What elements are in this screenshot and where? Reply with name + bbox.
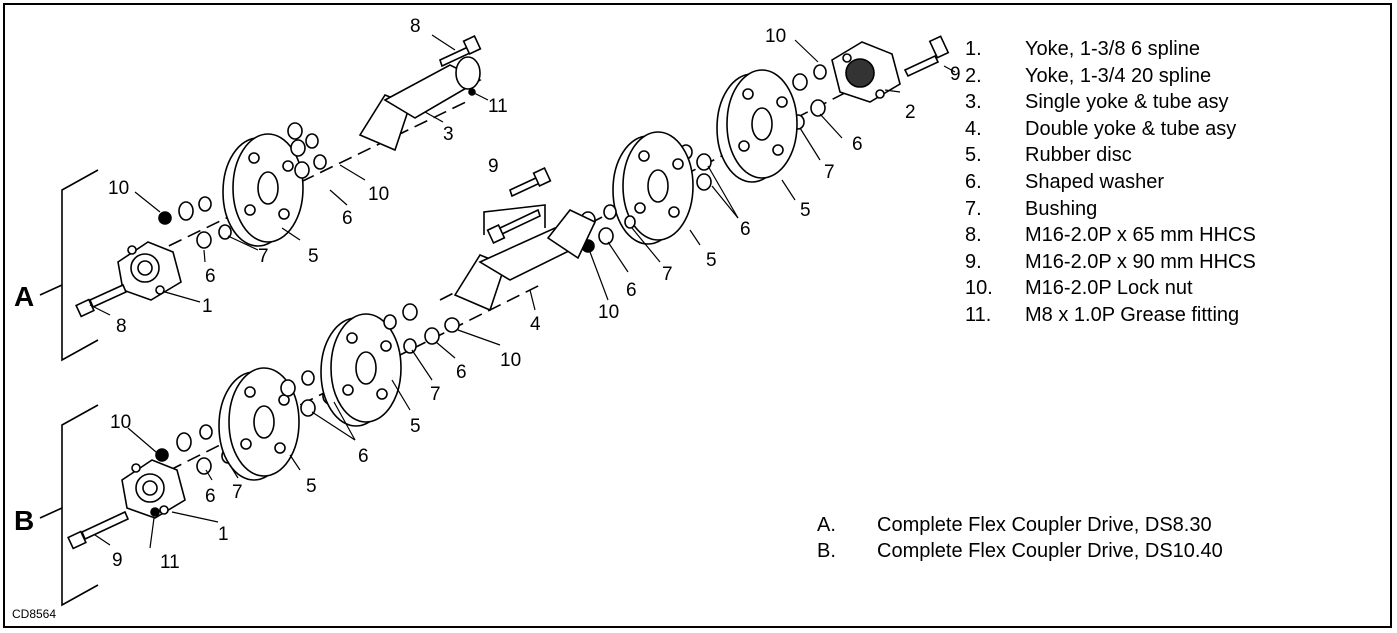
assembly-text: Complete Flex Coupler Drive, DS10.40 (877, 540, 1223, 562)
figure-frame (3, 3, 1392, 628)
assembly-number: B. (817, 540, 836, 562)
legend-text: M8 x 1.0P Grease fitting (1025, 303, 1240, 326)
callout: 7 (824, 162, 835, 183)
yoke-1-a (117, 241, 182, 301)
callout: 10 (500, 350, 521, 371)
callout: 10 (110, 412, 131, 433)
rubber-disc-a (222, 133, 304, 247)
callout: 8 (410, 16, 421, 37)
legend-row: 7. Bushing (965, 196, 1256, 223)
legend-text: Shaped washer (1025, 170, 1164, 193)
legend-row: 9. M16-2.0P x 90 mm HHCS (965, 249, 1256, 276)
assembly-row: B. Complete Flex Coupler Drive, DS10.40 (817, 538, 1223, 564)
assembly-row: A. Complete Flex Coupler Drive, DS8.30 (817, 512, 1223, 538)
figure-id: CD8564 (12, 607, 57, 621)
parts-legend: 1. Yoke, 1-3/8 6 spline 2. Yoke, 1-3/4 20 s… (965, 36, 1256, 329)
group-label-a: A (14, 281, 34, 312)
callout: 6 (342, 208, 353, 229)
callout: 7 (232, 482, 243, 503)
callout: 5 (306, 476, 317, 497)
legend-number: 9. (965, 250, 982, 273)
legend-row: 11. M8 x 1.0P Grease fitting (965, 302, 1256, 329)
callout: 9 (950, 64, 961, 85)
callout: 5 (308, 246, 319, 267)
yoke-2 (831, 41, 901, 103)
bolt-8-a (75, 283, 128, 318)
assembly-number: A. (817, 514, 836, 536)
callout: 7 (662, 264, 673, 285)
legend-number: 6. (965, 170, 982, 193)
bolt-9-b (67, 510, 130, 550)
bracket-a (61, 169, 99, 362)
legend-row: 4. Double yoke & tube asy (965, 116, 1256, 143)
legend-row: 6. Shaped washer (965, 169, 1256, 196)
callout: 6 (456, 362, 467, 383)
callout: 2 (905, 102, 916, 123)
callout: 4 (530, 314, 541, 335)
legend-number: 5. (965, 144, 982, 167)
callout: 8 (116, 316, 127, 337)
callout: 6 (358, 446, 369, 467)
rubber-disc-b1 (218, 367, 300, 481)
legend-text: Double yoke & tube asy (1025, 117, 1237, 140)
legend-row: 8. M16-2.0P x 65 mm HHCS (965, 222, 1256, 249)
legend-number: 2. (965, 64, 982, 87)
callout: 10 (765, 26, 786, 47)
legend-row: 1. Yoke, 1-3/8 6 spline (965, 36, 1256, 63)
callout: 10 (368, 184, 389, 205)
legend-text: Yoke, 1-3/4 20 spline (1025, 64, 1212, 87)
callout: 10 (598, 302, 619, 323)
legend-number: 8. (965, 224, 982, 247)
tube-3 (358, 56, 482, 152)
callout: 7 (258, 246, 269, 267)
callout: 9 (112, 550, 123, 571)
group-label-b: B (14, 505, 34, 536)
callout: 7 (430, 384, 441, 405)
assembly-text: Complete Flex Coupler Drive, DS8.30 (877, 514, 1212, 536)
callout: 11 (488, 96, 508, 117)
legend-text: Single yoke & tube asy (1025, 91, 1229, 114)
legend-number: 7. (965, 197, 982, 220)
callout: 5 (410, 416, 421, 437)
legend-number: 10. (965, 277, 993, 300)
legend-text: Yoke, 1-3/8 6 spline (1025, 38, 1200, 60)
tube-4 (453, 209, 597, 312)
rubber-disc-b2 (320, 313, 402, 427)
callout: 11 (160, 552, 180, 573)
callout: 5 (800, 200, 811, 221)
legend-text: M16-2.0P x 90 mm HHCS (1025, 250, 1256, 273)
legend-text: M16-2.0P x 65 mm HHCS (1025, 224, 1256, 247)
callout: 10 (108, 178, 129, 199)
legend-number: 1. (965, 38, 982, 60)
callout: 6 (205, 486, 216, 507)
callouts: 8 11 3 10 6 10 7 5 6 1 8 10 9 2 6 7 5 9 … (108, 16, 961, 573)
legend-number: 3. (965, 91, 982, 114)
legend-text: Bushing (1025, 197, 1098, 220)
rubber-disc-right (716, 69, 798, 183)
bracket-b (61, 404, 99, 607)
legend-row: 3. Single yoke & tube asy (965, 89, 1256, 116)
callout: 3 (443, 124, 454, 145)
callout: 6 (626, 280, 637, 301)
callout: 5 (706, 250, 717, 271)
callout: 6 (740, 219, 751, 240)
legend-text: Rubber disc (1025, 144, 1132, 167)
legend-row: 5. Rubber disc (965, 142, 1256, 169)
legend-row: 10. M16-2.0P Lock nut (965, 275, 1256, 302)
callout: 6 (205, 266, 216, 287)
yoke-1-b (121, 459, 186, 519)
callout: 6 (852, 134, 863, 155)
legend-number: 4. (965, 117, 982, 140)
rubber-disc-mid (612, 131, 694, 245)
callout: 1 (202, 296, 213, 317)
callout: 1 (218, 524, 229, 545)
bolt-9-right (903, 35, 950, 78)
legend-row: 2. Yoke, 1-3/4 20 spline (965, 63, 1256, 90)
legend-number: 11. (965, 303, 992, 326)
legend-text: M16-2.0P Lock nut (1025, 277, 1193, 300)
callout: 9 (488, 156, 499, 177)
bolt-8-top (439, 35, 482, 68)
